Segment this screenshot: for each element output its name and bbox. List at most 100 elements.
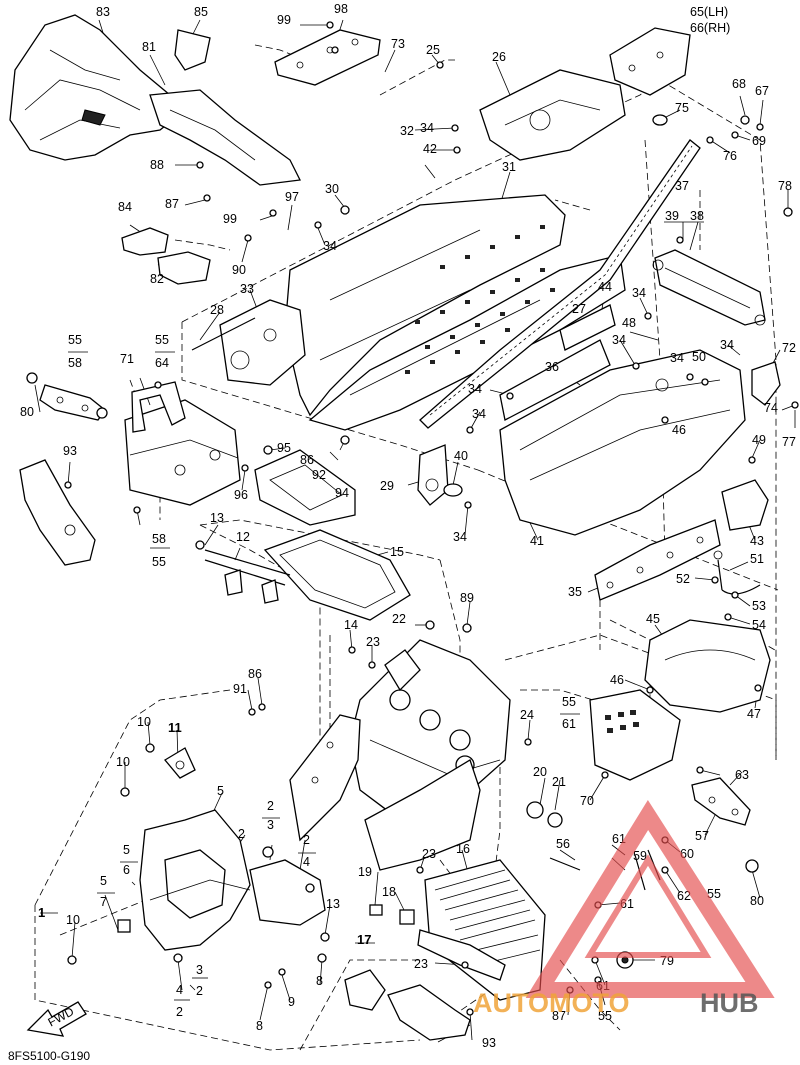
callout-36: 36 xyxy=(545,360,559,374)
part-housing-71 xyxy=(124,381,241,506)
callout-53: 53 xyxy=(752,599,766,613)
callout-78: 78 xyxy=(778,179,792,193)
forward-arrow-icon: FWD xyxy=(26,1001,87,1037)
callout-99a: 99 xyxy=(277,13,291,27)
callout-34a: 34 xyxy=(420,121,434,135)
callout-23c: 23 xyxy=(414,957,428,971)
callout-93a: 93 xyxy=(63,444,77,458)
callout-75: 75 xyxy=(675,101,689,115)
part-panel-84-82 xyxy=(121,227,211,285)
callout-27: 27 xyxy=(572,302,586,316)
callout-87a: 87 xyxy=(165,197,179,211)
part-main-frame-25 xyxy=(284,194,626,431)
callout-34f: 34 xyxy=(720,338,734,352)
part-front-cowl xyxy=(9,14,186,161)
callout-34b: 34 xyxy=(323,239,337,253)
part-bracket-33 xyxy=(191,299,306,386)
callout-97: 97 xyxy=(285,190,299,204)
callout-2a: 2 xyxy=(267,799,274,813)
callout-55a: 55 xyxy=(68,333,82,347)
watermark-text-right: HUB xyxy=(700,988,759,1018)
part-side-plate xyxy=(289,714,481,871)
callout-56: 56 xyxy=(556,837,570,851)
callout-13a: 13 xyxy=(210,511,224,525)
callout-67: 67 xyxy=(755,84,769,98)
callout-66: 66(RH) xyxy=(690,21,730,35)
callout-62: 62 xyxy=(677,889,691,903)
callout-23a: 23 xyxy=(366,635,380,649)
callout-2d: 2 xyxy=(196,984,203,998)
callout-17: 17 xyxy=(357,932,371,947)
callout-77: 77 xyxy=(782,435,796,449)
part-plate-94 xyxy=(254,449,356,526)
callout-34g: 34 xyxy=(468,382,482,396)
callout-2c: 2 xyxy=(303,833,310,847)
callout-38: 38 xyxy=(690,209,704,223)
callout-2e: 2 xyxy=(176,1005,183,1019)
callout-63: 63 xyxy=(735,768,749,782)
part-small-fasteners xyxy=(64,21,799,1016)
callout-94: 94 xyxy=(335,486,349,500)
callout-70: 70 xyxy=(580,794,594,808)
callout-98: 98 xyxy=(334,2,348,16)
callout-5b: 5 xyxy=(123,843,130,857)
callout-68: 68 xyxy=(732,77,746,91)
part-crossmember-37 xyxy=(652,249,766,326)
callout-40: 40 xyxy=(454,449,468,463)
callout-69: 69 xyxy=(752,134,766,148)
part-bracket-11 xyxy=(164,747,196,779)
callout-96: 96 xyxy=(234,488,248,502)
part-bracket-93-upper xyxy=(19,459,96,566)
callout-84: 84 xyxy=(118,200,132,214)
callout-99b: 99 xyxy=(223,212,237,226)
callout-11: 11 xyxy=(168,720,182,735)
callout-46b: 46 xyxy=(610,673,624,687)
callout-43: 43 xyxy=(750,534,764,548)
callout-labels: 83 85 81 88 87 84 82 99 98 73 25 26 65(L… xyxy=(8,2,796,1063)
callout-80a: 80 xyxy=(20,405,34,419)
callout-57: 57 xyxy=(695,829,709,843)
callout-93b: 93 xyxy=(482,1036,496,1050)
part-rail-35 xyxy=(594,519,721,601)
callout-44: 44 xyxy=(598,280,612,294)
callout-51: 51 xyxy=(750,552,764,566)
callout-26: 26 xyxy=(492,50,506,64)
callout-34i: 34 xyxy=(453,530,467,544)
callout-55d: 55 xyxy=(562,695,576,709)
callout-48: 48 xyxy=(622,316,636,330)
callout-12: 12 xyxy=(236,530,250,544)
callout-74: 74 xyxy=(764,401,778,415)
part-bracket-43 xyxy=(721,479,769,531)
callout-85: 85 xyxy=(194,5,208,19)
callout-76: 76 xyxy=(723,149,737,163)
part-cover-45 xyxy=(644,619,771,713)
callout-29: 29 xyxy=(380,479,394,493)
callout-9: 9 xyxy=(288,995,295,1009)
part-bracket-29-40 xyxy=(417,444,463,506)
callout-90: 90 xyxy=(232,263,246,277)
callout-47: 47 xyxy=(747,707,761,721)
callout-61a: 61 xyxy=(562,717,576,731)
callout-91: 91 xyxy=(233,682,247,696)
callout-81: 81 xyxy=(142,40,156,54)
part-bracket-57 xyxy=(691,777,759,873)
watermark-text-left: AUTOMOTO xyxy=(473,988,630,1018)
callout-52: 52 xyxy=(676,572,690,586)
part-bracket-26 xyxy=(479,69,626,161)
callout-28: 28 xyxy=(210,303,224,317)
callout-49: 49 xyxy=(752,433,766,447)
callout-65: 65(LH) xyxy=(690,5,728,19)
callout-8a: 8 xyxy=(316,974,323,988)
callout-87b: 87 xyxy=(552,1009,566,1023)
part-front-frame-1 xyxy=(117,809,326,951)
callout-15: 15 xyxy=(390,545,404,559)
callout-24: 24 xyxy=(520,708,534,722)
callout-2b: 2 xyxy=(238,827,245,841)
callout-7: 7 xyxy=(100,895,107,909)
callout-55b: 55 xyxy=(155,333,169,347)
callout-3b: 3 xyxy=(196,963,203,977)
callout-72: 72 xyxy=(782,341,796,355)
callout-55f: 55 xyxy=(707,887,721,901)
callout-33: 33 xyxy=(240,282,254,296)
